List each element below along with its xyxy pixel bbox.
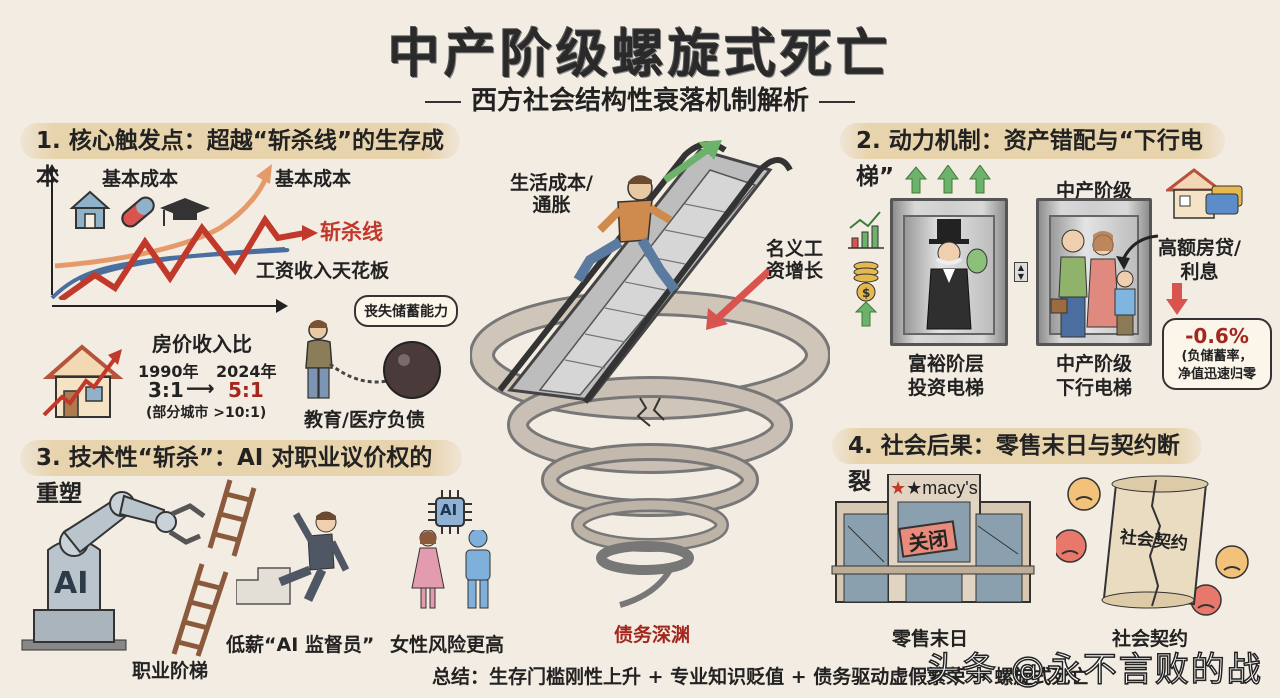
x-axis-arrow-icon — [276, 299, 288, 313]
women-risk-caption: 女性风险更高 — [390, 634, 505, 656]
nominal-wage-label: 名义工 资增长 — [766, 238, 824, 282]
savings-rate-value: -0.6% — [1185, 324, 1249, 348]
housing-ratio-note: (部分城市 >10:1) — [146, 405, 267, 421]
woman-icon — [411, 529, 445, 609]
angry-face-icon — [1053, 529, 1087, 563]
career-ladder-caption: 职业阶梯 — [132, 660, 209, 682]
growth-chart-icon — [848, 211, 884, 249]
speech-bubble: 丧失储蓄能力 — [354, 295, 458, 327]
chart-x-axis — [52, 305, 284, 307]
section-1-heading: 1. 核心触发点：超越“斩杀线”的生存成本 — [20, 123, 460, 190]
house-icon — [69, 190, 111, 229]
kill-line-label: 斩杀线 — [320, 220, 383, 244]
debt-spiral-illustration — [469, 140, 831, 630]
family-icon — [1050, 229, 1136, 338]
section-2-heading: 2. 动力机制：资产错配与“下行电梯” — [840, 123, 1225, 190]
ai-supervisor-caption: 低薪“AI 监督员” — [226, 634, 375, 656]
robot-ai-label: AI — [54, 566, 89, 601]
divider — [424, 100, 461, 103]
rich-elevator-caption: 富裕阶层 投资电梯 — [908, 353, 985, 399]
ai-chip-icon: AI — [428, 490, 472, 534]
cost-chart-graphic — [45, 164, 318, 303]
middle-class-top-label: 中产阶级 — [1056, 180, 1133, 202]
basic-cost-label-right: 基本成本 — [275, 168, 352, 190]
cost-chart: 基本成本 基本成本 斩杀线 工资收入天花板 — [20, 160, 440, 303]
pill-icon — [121, 196, 155, 228]
running-man-icon — [573, 175, 679, 293]
woman-man-figures-icon — [400, 528, 500, 610]
man-icon — [465, 528, 491, 609]
broken-social-contract-icon: 社会契约 — [1053, 466, 1256, 616]
coins-icon: $ — [853, 261, 879, 302]
section-4-heading: 4. 社会后果：零售末日与契约断裂 — [832, 428, 1202, 495]
debt-abyss-label: 债务深渊 — [614, 624, 691, 646]
angry-face-icon — [1215, 545, 1249, 579]
wage-ceiling-label: 工资收入天花板 — [256, 260, 390, 282]
ai-robot-arm-icon: AI — [14, 480, 214, 660]
closed-sign: 关闭 — [898, 520, 958, 558]
watermark: 头条 @永不言败的战士 — [925, 649, 1263, 691]
social-contract-caption: 社会契约 — [1112, 628, 1189, 650]
curved-arrow-icon — [1112, 232, 1162, 272]
housing-year-from: 1990年 — [138, 362, 199, 381]
house-credit-card-icon — [1163, 166, 1246, 222]
middle-class-down-elevator — [1036, 198, 1152, 346]
housing-year-to: 2024年 — [216, 362, 277, 381]
chip-ai-label: AI — [440, 501, 458, 519]
up-arrow-icon — [854, 301, 878, 327]
middle-elevator-caption: 中产阶级 下行电梯 — [1056, 353, 1133, 399]
ball-and-chain-figure — [300, 318, 450, 404]
up-arrows-icon — [902, 164, 1002, 195]
rich-man-icon — [926, 219, 988, 330]
debt-caption: 教育/医疗负债 — [304, 409, 425, 431]
broken-ladder-icon — [170, 478, 270, 658]
rich-investment-elevator — [890, 198, 1008, 346]
summary-text: 总结：生存门槛刚性上升 + 专业知识贬值 + 债务驱动虚假繁荣 → 螺旋式死亡 — [432, 666, 1090, 688]
page-title: 中产阶级螺旋式死亡 — [387, 25, 892, 85]
falling-worker-icon — [235, 508, 356, 608]
arrow-right-icon: ⟶ — [186, 376, 215, 400]
macys-sign: ★★macy's — [890, 478, 978, 499]
mortgage-label: 高额房贷/ 利息 — [1158, 237, 1241, 283]
retail-apocalypse-caption: 零售末日 — [892, 628, 969, 650]
housing-ratio-to: 5:1 — [228, 378, 264, 402]
investment-icons: $ — [848, 208, 888, 328]
housing-ratio-from: 3:1 — [148, 378, 184, 402]
cost-inflation-label: 生活成本/ 通胀 — [510, 172, 593, 216]
section-3-heading: 3. 技术性“斩杀”：AI 对职业议价权的重塑 — [20, 440, 462, 507]
closed-macys-store-icon: ★★macy's 关闭 — [828, 473, 1038, 612]
housing-ratio-title: 房价收入比 — [152, 332, 252, 356]
basic-cost-label-left: 基本成本 — [102, 168, 179, 190]
down-arrow-icon — [1166, 283, 1188, 315]
graduation-cap-icon — [160, 198, 210, 226]
elevator-call-button: ▲▼ — [1014, 262, 1028, 282]
svg-text:$: $ — [862, 286, 870, 300]
angry-face-icon — [1067, 477, 1101, 511]
negative-savings-bubble: -0.6% (负储蓄率， 净值迅速归零 — [1162, 318, 1272, 390]
page-subtitle: 西方社会结构性衰落机制解析 — [0, 80, 1280, 117]
house-rising-arrow-icon — [40, 335, 130, 425]
divider — [819, 100, 855, 103]
